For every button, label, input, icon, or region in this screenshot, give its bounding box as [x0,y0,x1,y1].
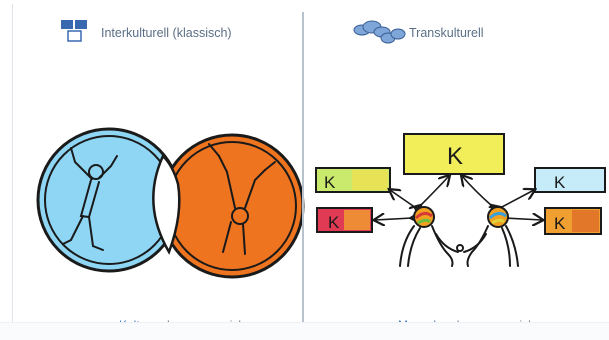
svg-text:K: K [554,214,566,233]
person-right-head [487,206,509,228]
heading-interkulturell: Interkulturell (klassisch) [101,26,232,40]
svg-text:K: K [324,173,336,192]
heading-transkulturell: Transkulturell [409,26,484,40]
panel-transkulturell: K K K K K [302,4,609,332]
left-illustration [36,20,305,279]
bottom-strip [0,322,609,340]
right-illustration: K K K K K [315,20,606,267]
k-box-left-top: K [315,167,391,193]
stacked-boxes-icon [61,20,87,42]
svg-text:K: K [328,213,340,232]
person-left-head [413,206,435,228]
k-box-right-bottom: K [544,207,602,235]
slide: Interkulturell (klassisch) Kulturen bege… [13,4,609,332]
k-box-left-bottom: K [316,207,373,233]
svg-text:K: K [447,143,463,170]
k-box-top: K [403,133,505,175]
relation-arrows [375,176,542,220]
panel-divider [302,12,304,329]
svg-text:K: K [554,173,566,192]
clouds-icon [353,20,406,44]
culture-circle-orange [159,133,305,279]
figure-right [208,143,276,255]
figure-left [62,147,118,251]
panel-interkulturell: Interkulturell (klassisch) Kulturen bege… [13,4,305,332]
people-bodies [399,225,519,267]
k-box-right-top: K [534,167,606,193]
